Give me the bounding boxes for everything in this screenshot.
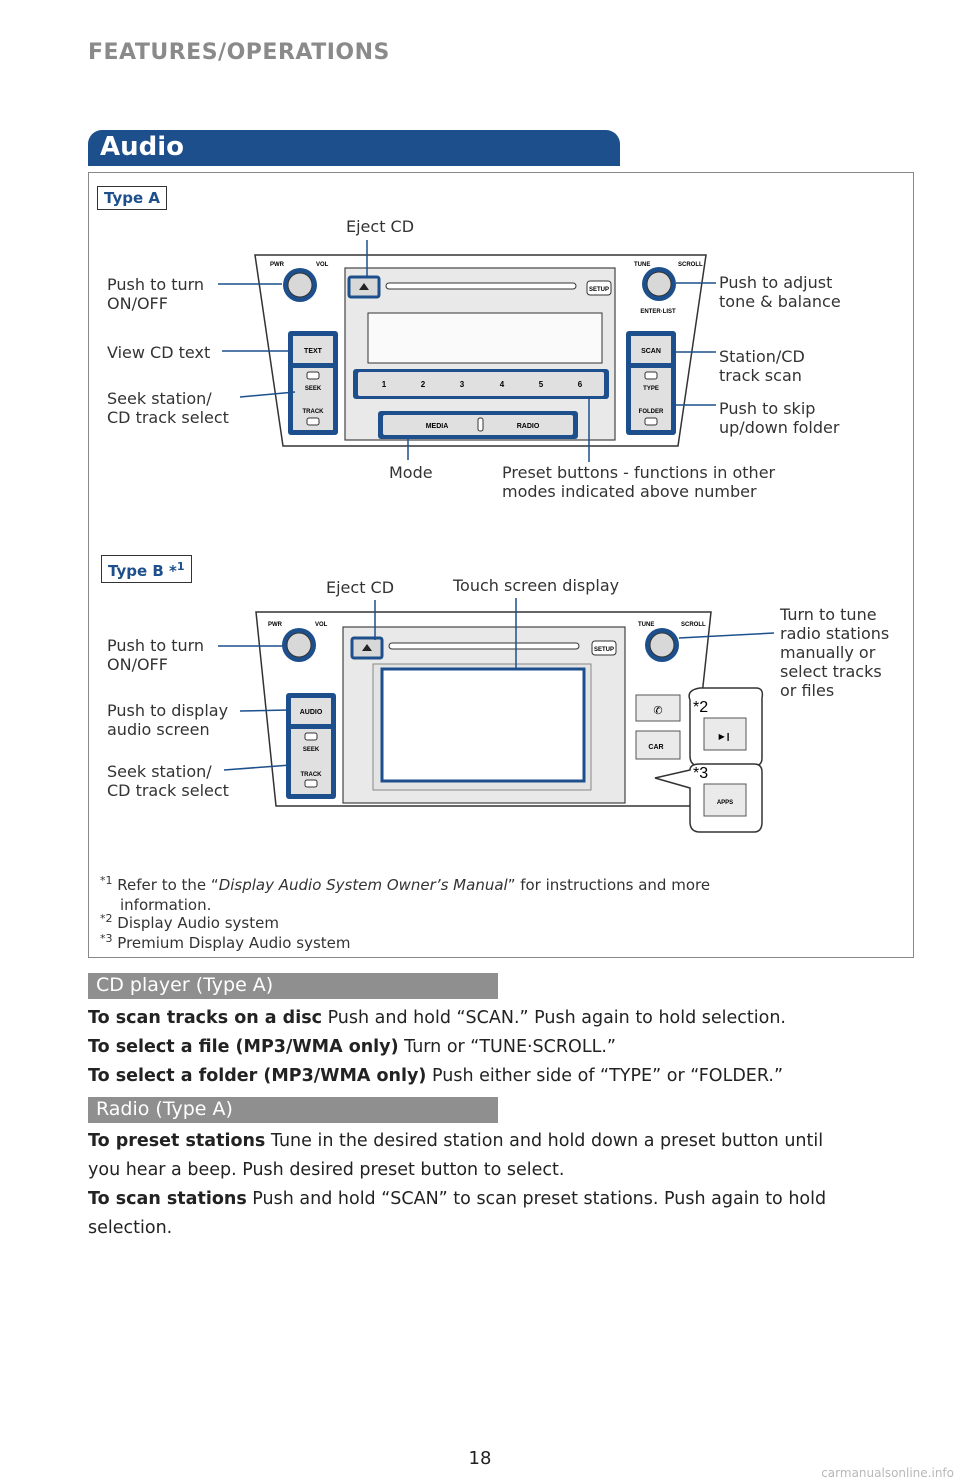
svg-text:TYPE: TYPE — [643, 386, 659, 392]
label-eject-cd-a: Eject CD — [346, 217, 415, 236]
svg-text:4: 4 — [500, 380, 505, 389]
svg-text:SCROLL: SCROLL — [681, 622, 706, 628]
label-seek-station-a: Seek station/CD track select — [107, 389, 229, 427]
svg-text:1: 1 — [382, 380, 387, 389]
type-a-cd-slot — [385, 282, 577, 290]
cd-player-header: CD player (Type A) — [88, 973, 498, 999]
svg-text:TUNE: TUNE — [634, 262, 650, 268]
cd-instruction-file: To select a file (MP3/WMA only) Turn or … — [88, 1037, 616, 1057]
svg-text:CAR: CAR — [648, 744, 663, 751]
audio-title: Audio — [100, 132, 185, 162]
label-seek-station-b: Seek station/CD track select — [107, 762, 229, 800]
radio-header: Radio (Type A) — [88, 1097, 498, 1123]
type-b-leader-lines — [218, 598, 775, 771]
svg-text:SETUP: SETUP — [594, 647, 614, 653]
footnote-2: *2 Display Audio system — [100, 912, 279, 932]
svg-text:AUDIO: AUDIO — [300, 709, 323, 716]
cd-instruction-scan: To scan tracks on a disc Push and hold “… — [88, 1008, 786, 1028]
svg-text:FOLDER: FOLDER — [639, 409, 664, 415]
svg-text:▶❙: ▶❙ — [719, 732, 732, 741]
label-view-cd-text: View CD text — [107, 343, 211, 362]
svg-text:SCAN: SCAN — [641, 348, 661, 355]
svg-text:MEDIA: MEDIA — [426, 423, 449, 430]
label-mode: Mode — [389, 463, 433, 482]
label-touch-screen: Touch screen display — [453, 576, 620, 595]
audio-section-tab: Audio — [88, 130, 620, 166]
svg-text:ENTER·LIST: ENTER·LIST — [640, 309, 676, 315]
svg-text:TRACK: TRACK — [301, 772, 323, 778]
svg-text:APPS: APPS — [717, 800, 733, 806]
svg-text:SCROLL: SCROLL — [678, 262, 703, 268]
cd-instruction-folder: To select a folder (MP3/WMA only) Push e… — [88, 1066, 784, 1086]
type-b-cd-slot — [388, 642, 580, 650]
svg-text:✆: ✆ — [653, 705, 662, 717]
type-a-preset-buttons: 1 2 3 4 5 6 — [382, 380, 583, 389]
cd-player-instructions: To scan tracks on a disc Push and hold “… — [88, 1004, 918, 1091]
type-a-setup-button — [586, 280, 612, 296]
type-b-setup-button — [591, 640, 617, 656]
svg-text:5: 5 — [539, 380, 544, 389]
svg-text:*2: *2 — [693, 699, 708, 716]
footnote-3: *3 Premium Display Audio system — [100, 932, 351, 952]
svg-text:TEXT: TEXT — [304, 348, 323, 355]
svg-text:PWR: PWR — [268, 622, 283, 628]
svg-text:PWR: PWR — [270, 262, 285, 268]
svg-text:VOL: VOL — [316, 262, 329, 268]
type-b-tag: Type B *1 — [101, 555, 192, 583]
page-number: 18 — [468, 1448, 492, 1469]
type-a-display-window — [367, 312, 603, 364]
svg-text:SETUP: SETUP — [589, 287, 609, 293]
svg-text:TRACK: TRACK — [303, 409, 325, 415]
type-a-head-unit: SETUP 1 2 3 4 5 6 MEDIA RADIO PWR VOL TE… — [218, 240, 716, 462]
audio-diagram-panel — [88, 172, 914, 958]
svg-text:SEEK: SEEK — [303, 747, 320, 753]
svg-text:SEEK: SEEK — [305, 386, 322, 392]
svg-text:*3: *3 — [693, 765, 708, 782]
footnote-1: *1 Refer to the “Display Audio System Ow… — [100, 874, 711, 914]
type-b-touch-screen — [380, 667, 586, 783]
type-b-head-unit: SETUP PWR VOL AUDIO SEEK TRACK TUNE SCRO… — [218, 598, 775, 833]
svg-text:2: 2 — [421, 380, 426, 389]
label-eject-cd-b: Eject CD — [326, 578, 395, 597]
label-turn-to-tune: Turn to tune radio stations manually or … — [780, 605, 890, 700]
svg-text:3: 3 — [460, 380, 465, 389]
type-a-leader-lines — [218, 240, 716, 462]
watermark: carmanualsonline.info — [821, 1466, 954, 1480]
svg-text:6: 6 — [578, 380, 583, 389]
type-b-phone-button — [635, 694, 681, 722]
section-title: FEATURES/OPERATIONS — [88, 40, 390, 65]
svg-text:VOL: VOL — [315, 622, 328, 628]
svg-text:TUNE: TUNE — [638, 622, 654, 628]
radio-instructions: To preset stations Tune in the desired s… — [88, 1131, 827, 1238]
type-b-car-button — [635, 730, 681, 760]
svg-text:RADIO: RADIO — [517, 423, 540, 430]
type-a-tag: Type A — [97, 186, 167, 210]
